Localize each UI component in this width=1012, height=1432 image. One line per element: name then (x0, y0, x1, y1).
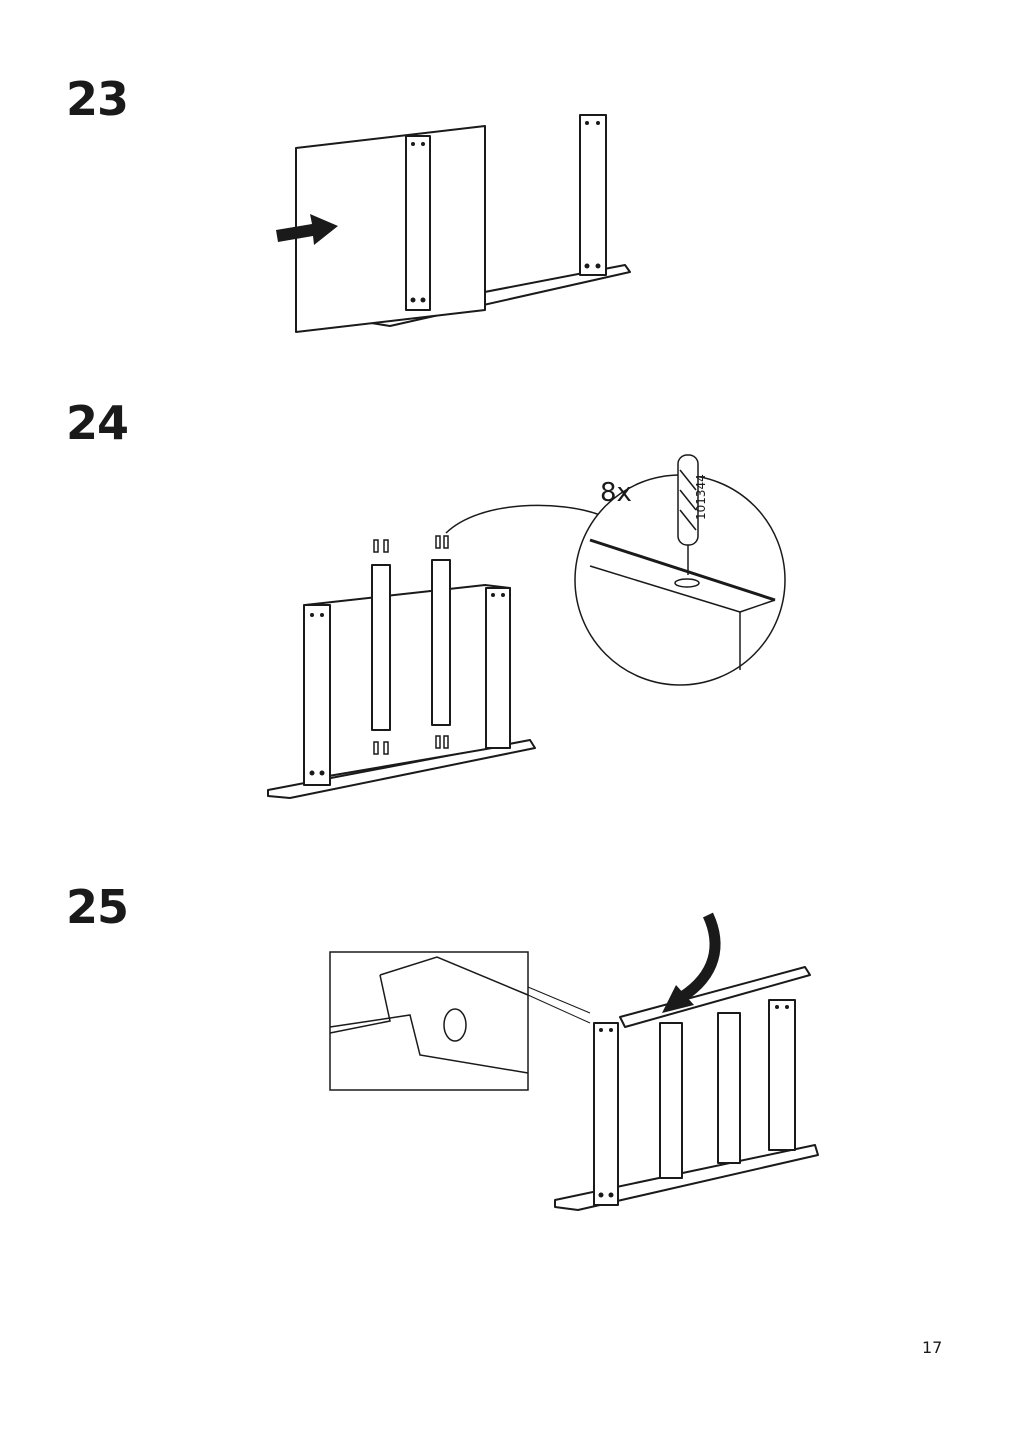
hole-detail-box (329, 951, 591, 1091)
step-25-illustration (320, 905, 840, 1229)
step-23-drawing (276, 114, 631, 333)
back-right-post (768, 999, 796, 1151)
middle-post (405, 135, 431, 311)
side-panel (295, 125, 486, 333)
step-24-illustration (260, 440, 790, 824)
step-24-number: 24 (66, 396, 129, 450)
right-end-post (485, 587, 511, 749)
curved-down-arrow-icon (662, 912, 721, 1013)
upright-2 (717, 1012, 741, 1164)
dowel-part-code: 101344 (694, 474, 708, 520)
dowel-quantity: 8x (600, 478, 632, 508)
right-post (579, 114, 607, 276)
dowel-detail-callout (574, 454, 786, 686)
step-24-drawing (267, 454, 786, 799)
upright-1 (659, 1022, 683, 1179)
dowel-pins (373, 535, 449, 755)
push-arrow-icon (276, 214, 338, 245)
left-end-post (303, 604, 331, 786)
step-25-number: 25 (66, 880, 129, 934)
step-23-number: 23 (66, 72, 129, 126)
back-panel (304, 584, 511, 781)
top-rail (619, 966, 811, 1028)
step-25-drawing (329, 912, 819, 1211)
base-rail (554, 1144, 819, 1211)
centre-upright-1 (371, 564, 391, 731)
page-number: 17 (922, 1338, 943, 1357)
step-23-illustration (260, 100, 640, 349)
left-front-post (593, 1022, 619, 1206)
centre-upright-2 (431, 559, 451, 726)
wooden-dowel-icon (677, 454, 699, 575)
